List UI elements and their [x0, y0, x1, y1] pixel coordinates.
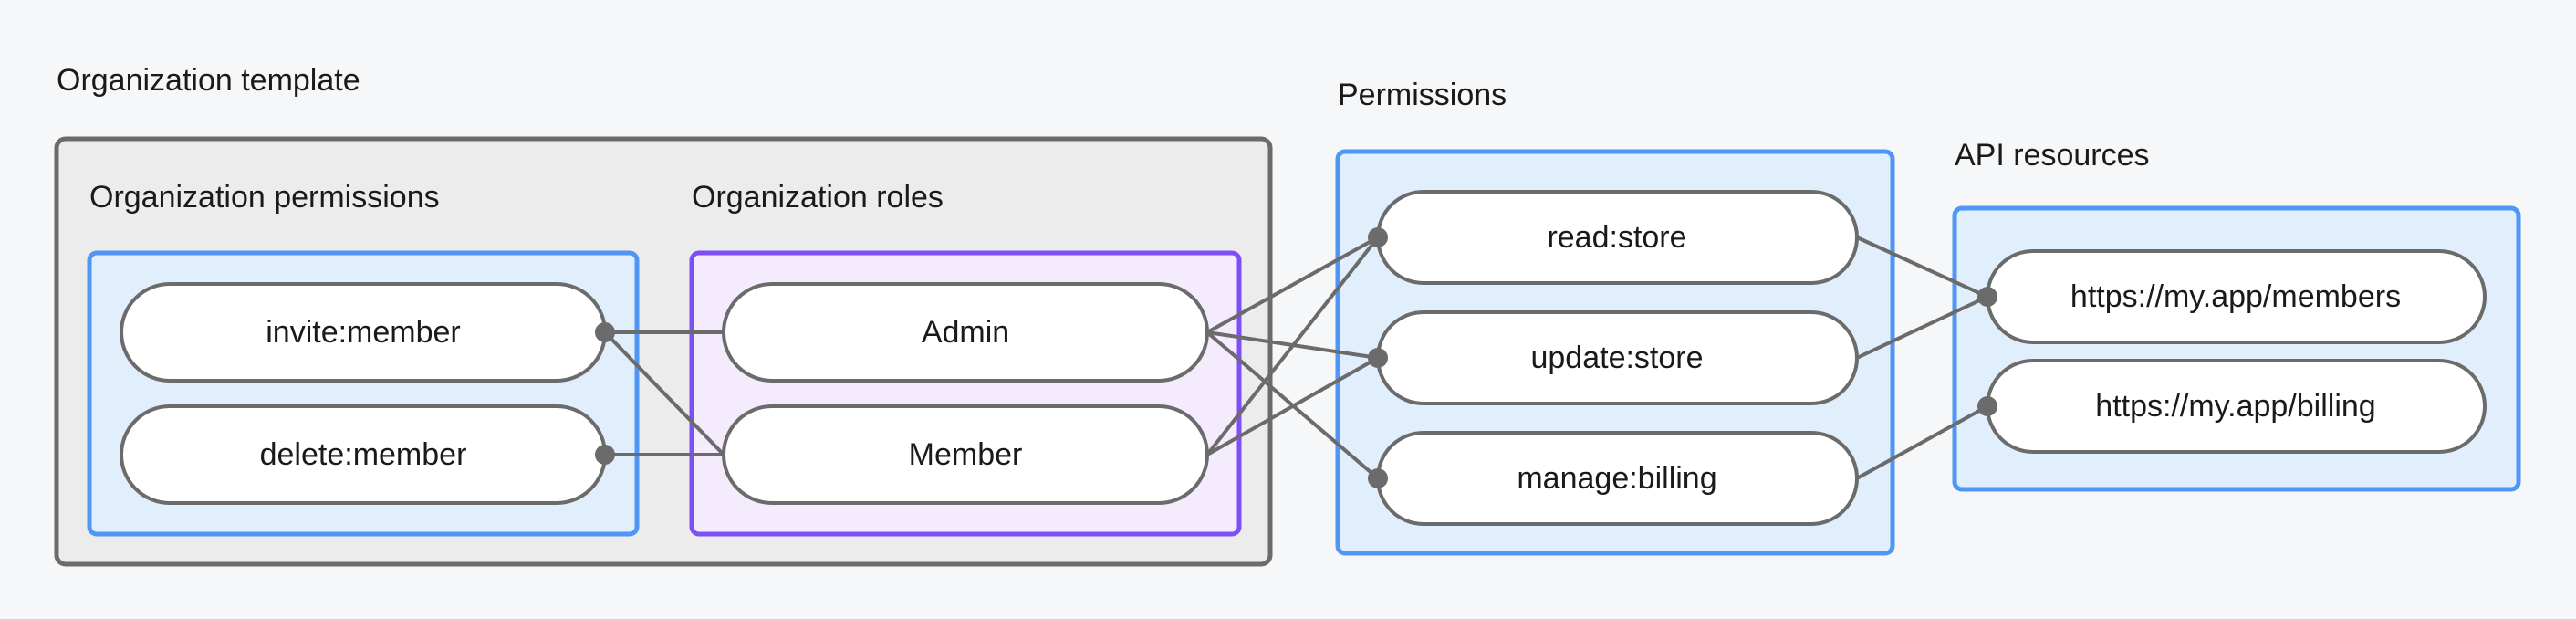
anchor-dot-manage-billing-in: [1368, 468, 1388, 488]
node-billing-url[interactable]: https://my.app/billing: [1986, 359, 2487, 454]
node-label-invite-member: invite:member: [266, 315, 461, 350]
node-label-update-store: update:store: [1530, 341, 1703, 375]
edge-member-to-update-store: [1206, 356, 1379, 456]
node-invite-member[interactable]: invite:member: [120, 282, 607, 383]
anchor-dot-layer: [595, 227, 1997, 488]
node-admin[interactable]: Admin: [722, 282, 1209, 383]
node-label-members-url: https://my.app/members: [2070, 279, 2401, 314]
node-read-store[interactable]: read:store: [1376, 190, 1859, 285]
edge-member-to-read-store: [1205, 236, 1380, 456]
node-label-admin: Admin: [922, 315, 1009, 350]
node-member[interactable]: Member: [722, 404, 1209, 505]
node-label-delete-member: delete:member: [260, 437, 467, 472]
anchor-dot-members-url-in: [1977, 287, 1997, 307]
label-api-resources: API resources: [1955, 138, 2150, 173]
node-manage-billing[interactable]: manage:billing: [1376, 431, 1859, 526]
edge-layer: [603, 236, 1988, 480]
anchor-dot-billing-url-in: [1977, 396, 1997, 416]
label-permissions: Permissions: [1338, 78, 1507, 112]
edge-manage-billing-to-billing: [1856, 404, 1988, 480]
node-label-manage-billing: manage:billing: [1517, 461, 1716, 496]
anchor-dot-update-store-in: [1368, 348, 1388, 368]
label-organization-template: Organization template: [57, 63, 360, 98]
node-update-store[interactable]: update:store: [1376, 310, 1859, 405]
label-organization-permissions: Organization permissions: [89, 180, 440, 215]
anchor-dot-invite-member-out: [595, 322, 615, 342]
node-pill[interactable]: [722, 282, 1209, 383]
node-delete-member[interactable]: delete:member: [120, 404, 607, 505]
node-pill[interactable]: [722, 404, 1209, 505]
node-label-billing-url: https://my.app/billing: [2095, 389, 2375, 424]
edge-update-store-to-members: [1856, 295, 1988, 360]
edge-invite-member-to-member: [603, 330, 725, 456]
label-organization-roles: Organization roles: [692, 180, 944, 215]
node-members-url[interactable]: https://my.app/members: [1986, 249, 2487, 344]
edge-read-store-to-members: [1856, 236, 1988, 299]
anchor-dot-delete-member-out: [595, 445, 615, 465]
node-label-read-store: read:store: [1547, 220, 1686, 255]
node-label-member: Member: [909, 437, 1023, 472]
anchor-dot-read-store-in: [1368, 227, 1388, 247]
edge-admin-to-read-store: [1206, 236, 1379, 334]
